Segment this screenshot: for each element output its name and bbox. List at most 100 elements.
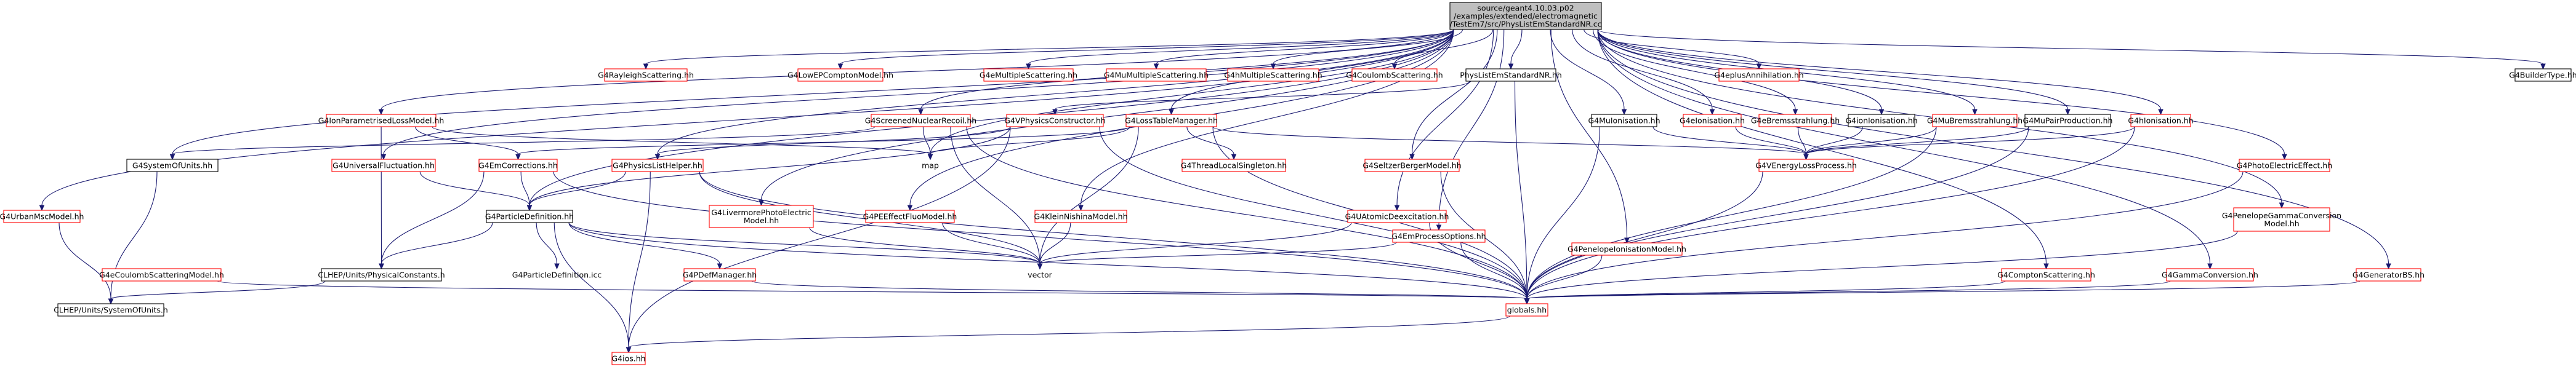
node-g4particledefinition[interactable]: G4ParticleDefinition.hh [485,210,574,223]
node-label: G4hMultipleScattering.hh [1224,71,1322,80]
node-g4buildertype[interactable]: G4BuilderType.hh [2509,68,2576,82]
node-label: G4ParticleDefinition.icc [512,271,602,280]
node-g4ebremsstrahlung[interactable]: G4eBremsstrahlung.hh [1751,114,1840,127]
node-label: Model.hh [744,216,779,225]
node-g4uatomicdeexcitation[interactable]: G4UAtomicDeexcitation.hh [1345,210,1449,223]
node-g4eplusannihilation[interactable]: G4eplusAnnihilation.hh [1714,68,1804,82]
node-g4ios[interactable]: G4ios.hh [611,352,646,365]
node-label: source/geant4.10.03.p02 [1477,3,1574,12]
node-g4losstablemanager[interactable]: G4LossTableManager.hh [1125,114,1218,127]
node-box [1006,114,1104,127]
node-label: G4UrbanMscModel.hh [0,212,84,221]
node-box [797,68,883,82]
node-box [1034,210,1127,223]
edge-g4particledefinition-to-g4particledefinition-icc [536,222,560,270]
node-g4coulombscattering[interactable]: G4CoulombScattering.hh [1346,68,1443,82]
edge-g4pdefmanager-to-globals [751,280,1530,305]
edge-g4emcorrections-to-globals [553,171,1530,305]
node-g4mubremsstrahlung[interactable]: G4MuBremsstrahlung.hh [1927,114,2023,127]
node-label: G4PEEffectFluoModel.hh [863,212,957,221]
node-g4urbanmscmodel[interactable]: G4UrbanMscModel.hh [0,210,84,223]
edge-g4particledefinition-to-globals [568,222,1530,305]
node-g4ionparametrisedlossmodel[interactable]: G4IonParametrisedLossModel.hh [318,114,445,127]
node-g4emcorrections[interactable]: G4EmCorrections.hh [478,159,558,172]
edge-g4particledefinition-to-vector [568,222,1043,270]
edge-physlistemstandardnr-to-g4vphysicsconstructor [1052,81,1470,116]
node-box [1571,242,1683,256]
node-box [871,114,971,127]
node-g4emprocessoptions[interactable]: G4EmProcessOptions.hh [1391,229,1486,243]
node-g4ionionisation[interactable]: G4ionIonisation.hh [1845,114,1918,127]
edge-globals-to-g4ios [626,315,1510,354]
node-map[interactable]: map [918,159,943,172]
node-box [2024,114,2111,127]
node-g4universalfluctuation[interactable]: G4UniversalFluctuation.hh [331,159,436,172]
node-g4eionisation[interactable]: G4eIonisation.hh [1680,114,1745,127]
node-g4hionisation[interactable]: G4hIonisation.hh [2128,114,2194,127]
edge-root-to-g4penelopeionisationmodel [1550,29,1630,244]
node-g4particledefinition-icc[interactable]: G4ParticleDefinition.icc [510,269,603,281]
node-label: G4MuMultipleScattering.hh [1104,71,1209,80]
node-vector[interactable]: vector [1027,269,1053,281]
node-label: G4LossTableManager.hh [1125,116,1218,125]
node-g4threadlocalsingleton[interactable]: G4ThreadLocalSingleton.hh [1181,159,1287,172]
node-g4hmultiplescattering[interactable]: G4hMultipleScattering.hh [1224,68,1322,82]
edge-root-to-g4mumultiplescattering [1153,29,1454,70]
node-g4peeffectfluomodel[interactable]: G4PEEffectFluoModel.hh [863,210,957,223]
node-label: map [922,161,939,170]
node-box [331,159,436,172]
node-box [2166,268,2254,282]
node-g4systemofunits[interactable]: G4SystemOfUnits.hh [126,159,219,172]
node-g4physicslisthelper[interactable]: G4PhysicsListHelper.hh [611,159,704,172]
edge-clhep-physicalconstants-to-clhep-systemofunits [108,280,326,305]
node-g4seltzerbergermodel[interactable]: G4SeltzerBergerModel.hh [1362,159,1462,172]
node-g4emultiplescattering[interactable]: G4eMultipleScattering.hh [980,68,1077,82]
node-physlistemstandardnr[interactable]: PhysListEmStandardNR.hh [1460,68,1562,82]
node-g4gammaconversion[interactable]: G4GammaConversion.hh [2162,268,2258,282]
node-g4mumultiplescattering[interactable]: G4MuMultipleScattering.hh [1104,68,1209,82]
node-g4pdefmanager[interactable]: G4PDefManager.hh [683,268,757,282]
node-g4vphysicsconstructor[interactable]: G4VPhysicsConstructor.hh [1004,114,1106,127]
node-label: G4eBremsstrahlung.hh [1751,116,1840,125]
node-globals[interactable]: globals.hh [1505,303,1548,317]
node-clhep-physicalconstants[interactable]: CLHEP/Units/PhysicalConstants.h [318,268,445,282]
node-g4screenednuclearrecoil[interactable]: G4ScreenedNuclearRecoil.hh [865,114,976,127]
node-g4kleinnishinamodel[interactable]: G4KleinNishinaModel.hh [1034,210,1128,223]
node-box [1364,159,1460,172]
node-label: /TestEm7/src/PhysListEmStandardNR.cc [1450,20,1602,29]
node-g4lowepcomptonmodel[interactable]: G4LowEPComptonModel.hh [787,68,893,82]
node-clhep-systemofunits[interactable]: CLHEP/Units/SystemOfUnits.h [54,303,168,317]
node-box [57,303,164,317]
node-box [1758,159,1854,172]
node-g4generatorbs[interactable]: G4GeneratorBS.hh [2353,268,2425,282]
node-label: G4eplusAnnihilation.hh [1714,71,1803,80]
node-label: G4IonParametrisedLossModel.hh [318,116,445,125]
node-label: G4ThreadLocalSingleton.hh [1181,161,1287,170]
edge-g4physicslisthelper-to-g4particledefinition [526,171,626,212]
edge-root-to-g4ionparametrisedlossmodel [378,29,1454,116]
node-g4venergylossprocess[interactable]: G4VEnergyLossProcess.hh [1755,159,1857,172]
node-root[interactable]: source/geant4.10.03.p02/examples/extende… [1449,2,1602,30]
node-g4ecoulombscatteringmodel[interactable]: G4eCoulombScatteringModel.hh [99,268,224,282]
node-g4mupairproduction[interactable]: G4MuPairProduction.hh [2023,114,2113,127]
edge-g4losstablemanager-to-map [927,126,1130,160]
edge-g4mupairproduction-to-g4venergylossprocess [1803,126,2029,160]
node-g4penelopeionisationmodel[interactable]: G4PenelopeIonisationModel.hh [1568,242,1686,256]
edge-g4emprocessoptions-to-vector [1037,242,1397,270]
edge-g4screenednuclearrecoil-to-g4systemofunits [169,126,875,160]
edge-g4mubremsstrahlung-to-g4venergylossprocess [1803,126,1937,160]
node-g4rayleighscattering[interactable]: G4RayleighScattering.hh [598,68,694,82]
node-label: G4PDefManager.hh [683,271,757,280]
edge-g4universalfluctuation-to-g4particledefinition [419,171,533,212]
node-g4muionisation[interactable]: G4MuIonisation.hh [1588,114,1660,127]
edge-root-to-g4eionisation [1572,29,1715,116]
node-g4comptonscattering[interactable]: G4ComptonScattering.hh [1997,268,2095,282]
edge-g4losstablemanager-to-g4venergylossprocess [1212,126,1809,160]
edge-g4urbanmscmodel-to-clhep-systemofunits [58,222,114,305]
edge-root-to-g4kleinnishinamodel [1078,29,1454,212]
node-g4photoelectriceffect[interactable]: G4PhotoElectricEffect.hh [2237,159,2332,172]
node-box [709,205,814,228]
edge-root-to-g4ebremsstrahlung [1592,29,1798,116]
